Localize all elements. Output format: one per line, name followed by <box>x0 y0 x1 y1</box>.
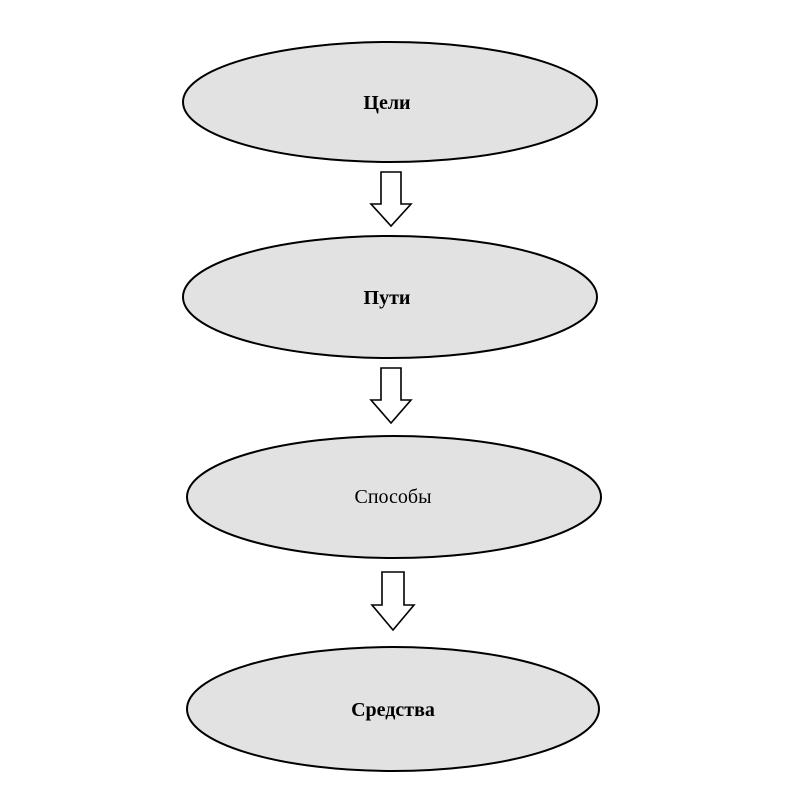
node-means-label: Средства <box>351 699 435 721</box>
down-arrow-icon <box>369 367 413 425</box>
node-goals-label: Цели <box>363 92 410 114</box>
node-goals-ellipse <box>182 41 598 163</box>
node-means-ellipse <box>186 646 600 772</box>
node-paths-label: Пути <box>364 287 411 309</box>
arrow-paths-to-methods <box>369 367 413 425</box>
node-methods: Способы <box>186 435 602 559</box>
arrow-methods-to-means <box>370 571 416 632</box>
node-paths: Пути <box>182 235 598 359</box>
arrow-goals-to-paths <box>369 171 413 228</box>
down-arrow-icon <box>370 571 416 632</box>
down-arrow-icon <box>369 171 413 228</box>
node-goals: Цели <box>182 41 598 163</box>
node-methods-ellipse <box>186 435 602 559</box>
node-methods-label: Способы <box>354 486 431 508</box>
node-paths-ellipse <box>182 235 598 359</box>
node-means: Средства <box>186 646 600 772</box>
